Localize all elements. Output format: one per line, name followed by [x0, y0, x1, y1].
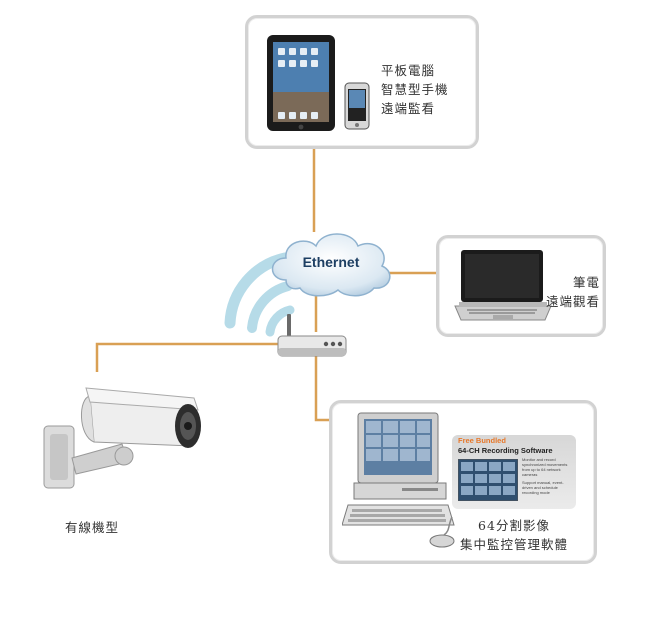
software-bullet-2: Support manual, event-driven and schedul…	[522, 480, 564, 495]
software-info-box: Free Bundled 64-CH Recording Software Mo…	[452, 435, 576, 509]
laptop-label-line-1: 筆電	[573, 275, 601, 290]
mobile-label-line-1: 平板電腦	[381, 63, 436, 78]
software-box-title-2: 64-CH Recording Software	[458, 446, 553, 455]
camera-label: 有線機型	[65, 520, 120, 535]
mobile-label-line-2: 智慧型手機	[381, 82, 449, 97]
smartphone-icon	[344, 82, 370, 130]
laptop-label: 筆電 遠端觀看	[546, 273, 600, 311]
laptop-icon	[454, 250, 552, 321]
software-box-bullets: Monitor and record synchronized movement…	[522, 457, 574, 495]
pc-software-label: 64分割影像 集中監控管理軟體	[460, 516, 568, 554]
mouse-icon	[429, 516, 455, 548]
tablet-icon	[267, 35, 335, 131]
software-screenshot-icon	[458, 459, 518, 501]
router-icon	[277, 314, 347, 357]
software-bullet-1: Monitor and record synchronized movement…	[522, 457, 568, 477]
software-box-title-1: Free Bundled	[458, 436, 506, 445]
cloud-icon	[271, 233, 391, 297]
ethernet-label: Ethernet	[302, 254, 360, 270]
laptop-label-line-2: 遠端觀看	[546, 294, 601, 309]
pc-label-line-2: 集中監控管理軟體	[460, 537, 569, 552]
mobile-label-line-3: 遠端監看	[381, 101, 436, 116]
mobile-devices-label: 平板電腦 智慧型手機 遠端監看	[381, 61, 449, 118]
desktop-pc-icon	[342, 412, 455, 526]
wifi-signal-icon	[224, 252, 295, 337]
cctv-camera-icon	[43, 387, 201, 489]
pc-label-line-1: 64分割影像	[478, 518, 550, 533]
mobile-devices-card	[245, 15, 479, 149]
laptop-card	[436, 235, 606, 337]
